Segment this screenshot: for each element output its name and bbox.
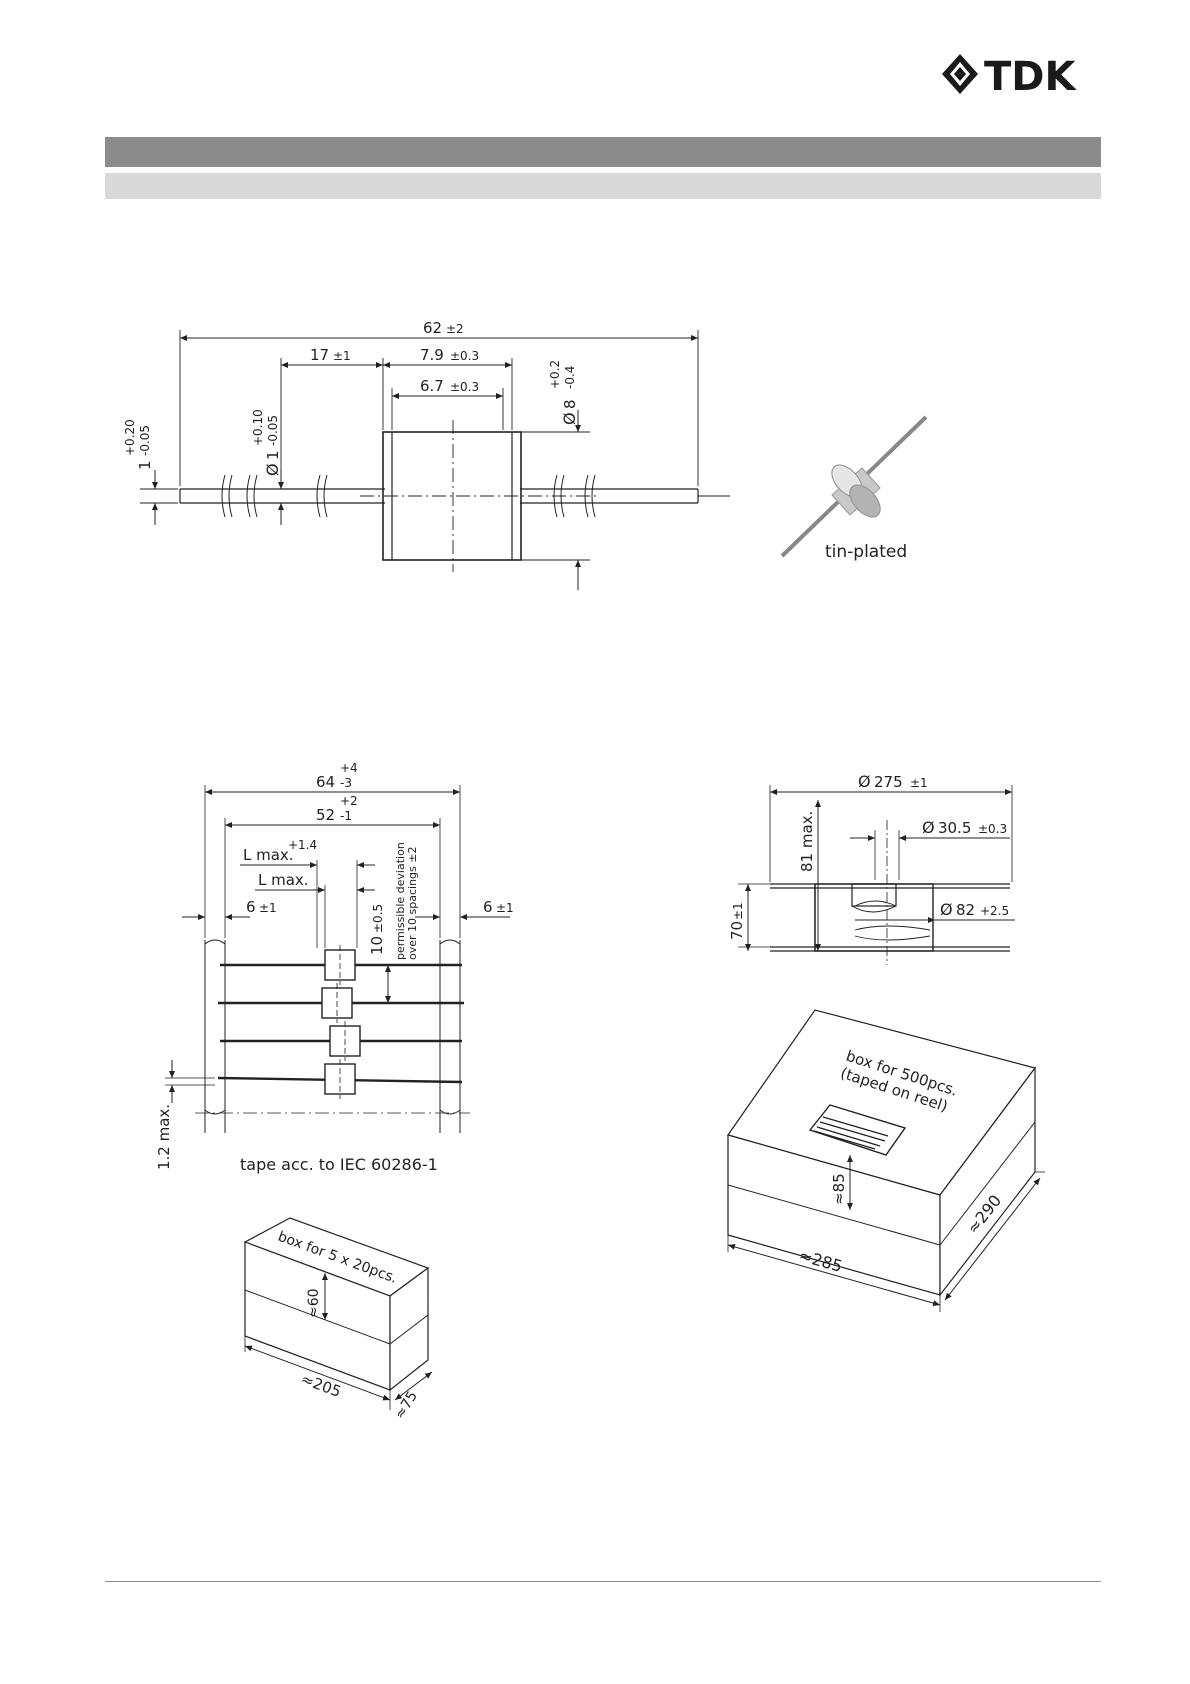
tape-dimension-lines: [169, 789, 510, 1103]
dim-body-diameter: 8: [561, 399, 579, 409]
dim-overall-length: 62: [423, 319, 442, 337]
reel-inner-width-group: 70 ±1: [728, 902, 746, 940]
footer-rule: [105, 1581, 1101, 1582]
dim-pitch: 10: [368, 936, 386, 955]
tape-packaging-drawing: 64 +4 -3 52 +2 -1 L max. +1.4 L max. 6 ±…: [155, 761, 514, 1174]
dim-lead-to-body: 17: [310, 346, 329, 364]
section-header-bar: [105, 137, 1101, 167]
small-box-height: ≈60: [306, 1288, 322, 1318]
small-box-depth: ≈75: [392, 1389, 421, 1423]
dim-outer-width: 64: [316, 773, 335, 791]
taped-component: [217, 1059, 463, 1099]
note-deviation-line2: over 10 spacings ±2: [406, 847, 419, 960]
tol-lead-to-body: ±1: [333, 349, 351, 363]
reel-inner-width-tol: ±1: [731, 902, 745, 920]
dim-edge-right: 6: [483, 898, 493, 916]
tol-lead-diameter-plus: +0.10: [251, 409, 265, 446]
label-l-max-with-tol: L max.: [243, 846, 294, 864]
taped-component: [220, 945, 462, 985]
hub-diameter-tol: +2.5: [980, 904, 1009, 918]
diameter-symbol: Ø: [263, 463, 282, 476]
small-box-outline: [243, 1217, 430, 1392]
reel-diameter-tol: ±1: [910, 776, 928, 790]
tdk-logo-text: TDK: [984, 54, 1077, 96]
component-3d-body: [831, 464, 881, 518]
component-3d-view: tin-plated: [780, 415, 928, 562]
reel-drawing: Ø 275 ±1 Ø 30.5 ±0.3 Ø 82 +2.5 81 max. 7…: [728, 772, 1015, 965]
taped-component: [218, 983, 464, 1023]
dim-inner-width: 52: [316, 806, 335, 824]
hub-diameter: 82: [956, 901, 975, 919]
tol-body-inner: ±0.3: [450, 380, 479, 394]
tol-edge-right: ±1: [496, 901, 514, 915]
component-body: [360, 420, 600, 572]
reel-height-max: 81 max.: [798, 811, 816, 872]
reel-extension-lines: [738, 785, 1013, 948]
tol-outer-plus: +4: [340, 761, 358, 775]
tol-body-length: ±0.3: [450, 349, 479, 363]
tol-lead-diameter-minus: -0.05: [266, 415, 280, 446]
component-dimension-drawing: 62 ±2 17 ±1 7.9 ±0.3 6.7 ±0.3 Ø 8 +0.2 -…: [123, 319, 730, 590]
tape-edges: [195, 939, 470, 1133]
dimension-lines: [152, 335, 698, 590]
diameter-symbol: Ø: [922, 818, 935, 837]
hub-bore: 30.5: [938, 819, 971, 837]
tape-caption: tape acc. to IEC 60286-1: [240, 1155, 438, 1174]
tol-lead-thickness-minus: -0.05: [138, 425, 152, 456]
dim-body-inner: 6.7: [420, 377, 444, 395]
lead-break-marks: [221, 474, 596, 518]
large-box-drawing: box for 500pcs. (taped on reel) ≈85 ≈285…: [727, 1009, 1045, 1312]
diameter-symbol: Ø: [560, 412, 579, 425]
tol-body-diameter-plus: +0.2: [548, 360, 562, 389]
taped-component: [220, 1021, 462, 1061]
note-deviation-line1: permissible deviation: [394, 842, 407, 960]
tdk-logo-emblem: [942, 54, 978, 94]
dim-body-length: 7.9: [420, 346, 444, 364]
tol-inner-plus: +2: [340, 794, 358, 808]
tol-outer-minus: -3: [340, 776, 352, 790]
lead-wire: [179, 488, 730, 504]
reel-diameter: 275: [874, 773, 903, 791]
dim-edge-left: 6: [246, 898, 256, 916]
tol-inner-minus: -1: [340, 809, 352, 823]
dim-lead-diameter-group: Ø 1 +0.10 -0.05: [251, 409, 282, 476]
reel-inner-width: 70: [728, 921, 746, 940]
large-box-height: ≈85: [830, 1173, 848, 1205]
photo-caption: tin-plated: [825, 542, 907, 562]
hub-bore-tol: ±0.3: [978, 822, 1007, 836]
dim-offset: 1.2 max.: [155, 1104, 173, 1170]
tdk-logo: TDK: [942, 54, 1077, 96]
diameter-symbol: Ø: [940, 900, 953, 919]
label-l-max: L max.: [258, 871, 309, 889]
large-box-label-sticker: [808, 1104, 907, 1156]
note-deviation-group: permissible deviation over 10 spacings ±…: [394, 842, 419, 960]
tol-l-max: +1.4: [288, 838, 317, 852]
dim-lead-thickness-group: 1 +0.20 -0.05: [123, 419, 154, 470]
dim-lead-diameter: 1: [264, 450, 282, 460]
diameter-symbol: Ø: [858, 772, 871, 791]
tol-overall-length: ±2: [446, 322, 464, 336]
reel-hub: [814, 883, 934, 952]
dim-body-diameter-group: Ø 8 +0.2 -0.4: [548, 360, 579, 425]
tol-body-diameter-minus: -0.4: [563, 366, 577, 389]
tol-edge-left: ±1: [259, 901, 277, 915]
small-box-drawing: box for 5 x 20pcs. ≈60 ≈205 ≈75: [243, 1217, 433, 1423]
tol-pitch: ±0.5: [371, 904, 385, 933]
section-subheader-bar: [105, 173, 1101, 199]
tol-lead-thickness-plus: +0.20: [123, 419, 137, 456]
dim-pitch-group: 10 ±0.5: [368, 904, 386, 955]
reel-dimension-lines: [745, 789, 1015, 951]
dim-lead-thickness: 1: [136, 460, 154, 470]
